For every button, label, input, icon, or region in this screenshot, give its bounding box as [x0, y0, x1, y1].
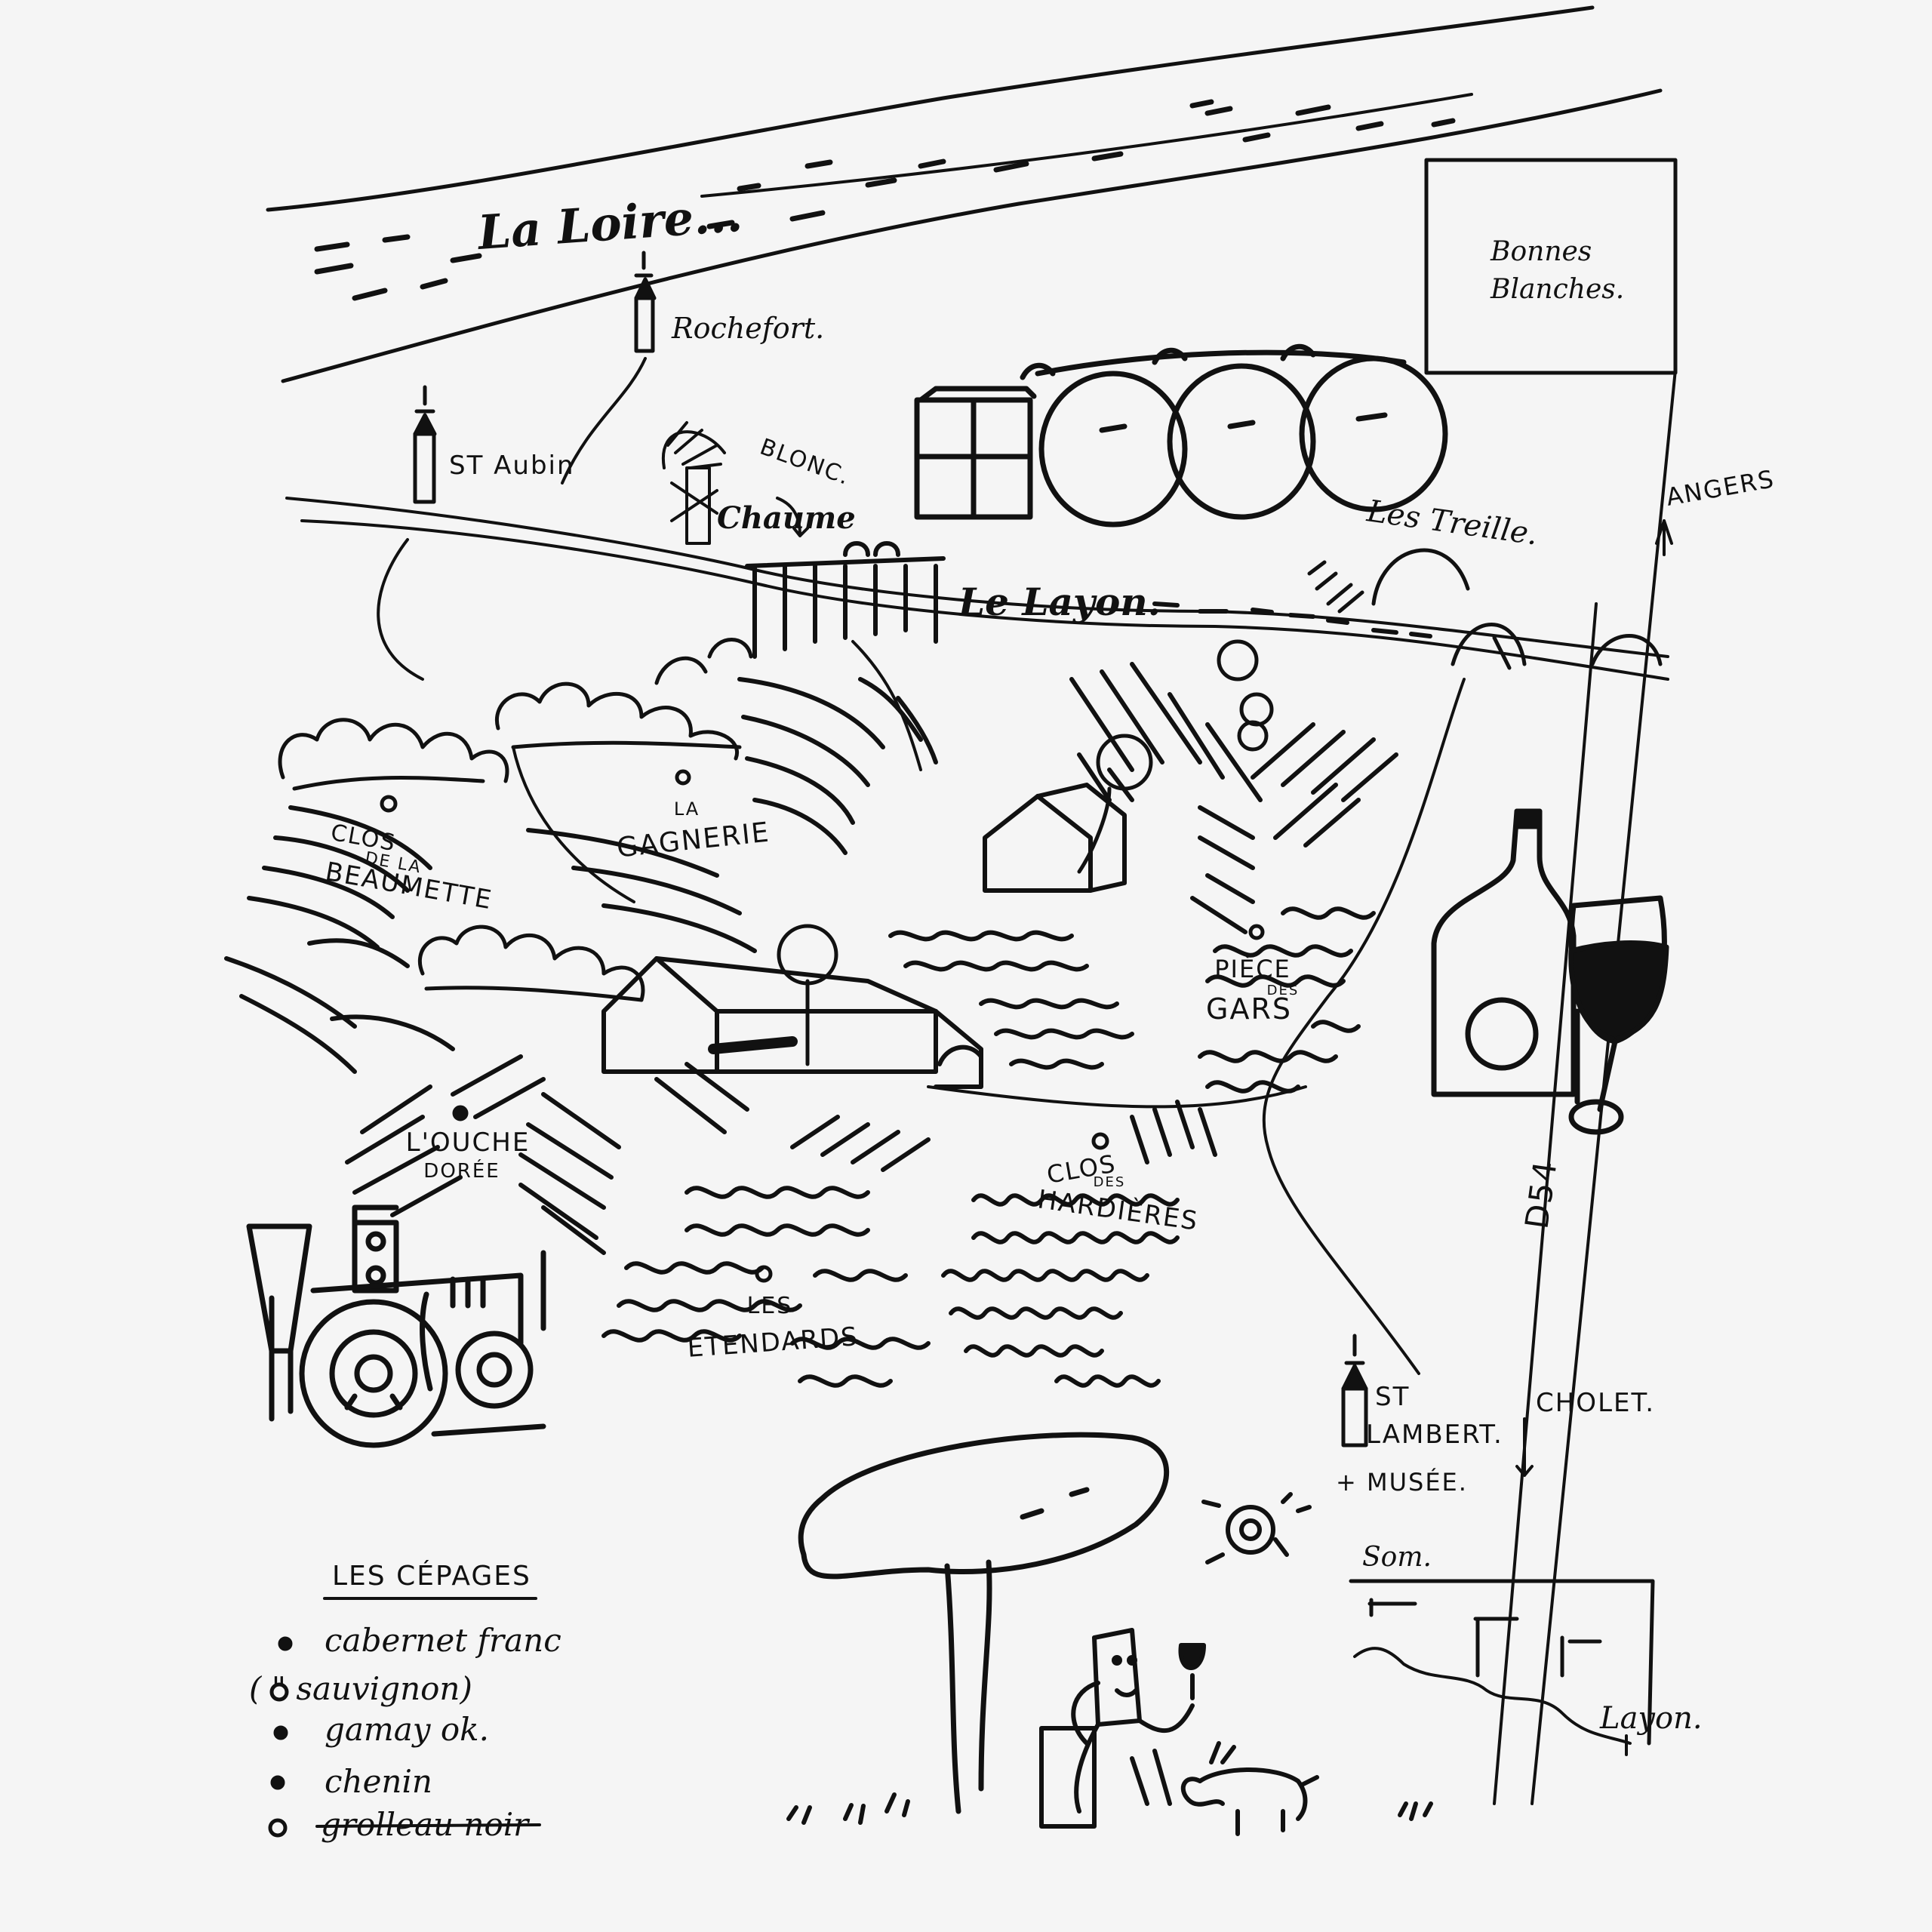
cellar-barrels: [914, 343, 1448, 528]
bonnes-blanches-plot: Bonnes Blanches.: [1424, 158, 1678, 375]
goat-icon: [1180, 1741, 1319, 1836]
legend-item-text: gamay ok.: [325, 1711, 489, 1748]
les-treilles-hill: [1307, 548, 1470, 614]
legend-item-text: cabernet franc: [325, 1622, 561, 1659]
parcel-label-line: DES: [1094, 1174, 1126, 1190]
elevation-profile: Som. Layon.: [1349, 1542, 1703, 1756]
cabernet-marker-icon: [380, 795, 398, 813]
parcel-piece-des-gars[interactable]: PIÈCE DES GARS: [1206, 924, 1300, 1026]
parcel-label-line: HARDIÈRES: [1035, 1183, 1200, 1236]
parcel-label-line: LES: [747, 1293, 793, 1319]
legend-item-gamay: gamay ok.: [273, 1711, 489, 1748]
ring-icon: [269, 1682, 289, 1702]
church-rochefort-icon: [634, 251, 657, 353]
bridge-icon: [1451, 623, 1663, 670]
parcel-la-gagnerie[interactable]: LA GAGNERIE: [615, 769, 771, 864]
wine-bottle-icon: [1431, 808, 1580, 1105]
marker-icon: [1248, 924, 1265, 940]
grass-tufts: [786, 1792, 1433, 1825]
marker-icon: [755, 1265, 773, 1283]
museum-icon: [1201, 1492, 1312, 1564]
parcel-label-line: DORÉE: [423, 1158, 500, 1183]
layon-river: [285, 497, 1669, 681]
church-staubin-icon: [413, 385, 437, 504]
parcel-label-line: GAGNERIE: [615, 817, 771, 864]
hedge-trees: [278, 638, 1274, 1066]
parcel-les-etendards[interactable]: LES ÉTENDARDS: [686, 1265, 860, 1364]
legend-item-cabernet-franc: cabernet franc: [278, 1622, 561, 1659]
layon-label: Le Layon.: [957, 580, 1161, 624]
bonnes-blanches-line1: Bonnes: [1490, 236, 1592, 267]
parcel-label-line: GARS: [1206, 992, 1292, 1026]
windmill-icon: [661, 421, 726, 545]
marker-icon: [1091, 1132, 1109, 1150]
parcel-l-ouche-doree[interactable]: L'OUCHE DORÉE: [406, 1105, 531, 1183]
filled-dot-icon: [278, 1636, 293, 1651]
profile-end-label: Layon.: [1599, 1701, 1703, 1736]
st-lambert-line2: LAMBERT.: [1366, 1420, 1503, 1450]
gate-icon: [745, 541, 946, 659]
rochefort-label: Rochefort.: [671, 312, 824, 345]
road-number-label: D54: [1518, 1158, 1564, 1232]
parcel-label-line: LA: [674, 798, 700, 820]
legend-item-grolleau-noir: grolleau noir: [268, 1806, 541, 1843]
filled-dot-icon: [270, 1775, 285, 1790]
parcel-label-line: L'OUCHE: [406, 1128, 531, 1158]
parcel-clos-des-hardieres[interactable]: CLOS DES HARDIÈRES: [1035, 1132, 1201, 1237]
legend: LES CÉPAGES cabernet franc ( " sauvignon…: [249, 1560, 561, 1843]
profile-title: Som.: [1362, 1542, 1432, 1573]
wine-glass-icon: [1568, 895, 1669, 1135]
loire-label: La Loire...: [475, 187, 744, 260]
legend-item-sauvignon: ( " sauvignon): [249, 1670, 472, 1707]
les-treilles-label: Les Treille.: [1364, 494, 1540, 552]
filled-dot-icon: [273, 1725, 288, 1740]
big-tree-icon: [798, 1432, 1170, 1814]
farmhouse-main: [601, 956, 983, 1089]
parcel-label-line: PIÈCE: [1214, 955, 1291, 983]
bonnes-blanches-line2: Blanches.: [1490, 274, 1624, 305]
arrow-cholet-icon: [1515, 1417, 1534, 1477]
cholet-label: CHOLET.: [1536, 1388, 1655, 1418]
loire-river: La Loire...: [266, 5, 1663, 383]
marker-icon: [452, 1105, 469, 1121]
marker-icon: [675, 769, 691, 786]
church-st-lambert-icon: [1341, 1334, 1368, 1447]
tractor-icon: [246, 1204, 546, 1448]
person-drinking-icon: [1039, 1628, 1206, 1829]
strikethrough: [315, 1823, 541, 1828]
tributaries: [377, 538, 1466, 1375]
blanc-label: BLONC.: [756, 434, 854, 491]
ring-icon: [268, 1818, 288, 1838]
farmhouse-small: [983, 783, 1127, 893]
musee-label: + MUSÉE.: [1336, 1468, 1468, 1497]
parcel-label-line: DES: [1267, 983, 1300, 998]
road-d54: [1493, 368, 1677, 1805]
legend-item-text: chenin: [325, 1763, 432, 1800]
arrow-angers-icon: [1655, 519, 1673, 556]
legend-title: LES CÉPAGES: [332, 1560, 531, 1592]
st-lambert-line1: ST: [1375, 1382, 1410, 1412]
parcel-label-line: ÉTENDARDS: [686, 1321, 860, 1364]
legend-item-text: ( " sauvignon): [249, 1670, 472, 1707]
chaume-label: Chaume: [717, 500, 856, 536]
vine-rows: [224, 662, 1398, 1388]
staubin-label: ST Aubin: [449, 451, 575, 481]
angers-label: ANGERS: [1664, 464, 1777, 512]
legend-item-chenin: chenin: [270, 1763, 432, 1800]
